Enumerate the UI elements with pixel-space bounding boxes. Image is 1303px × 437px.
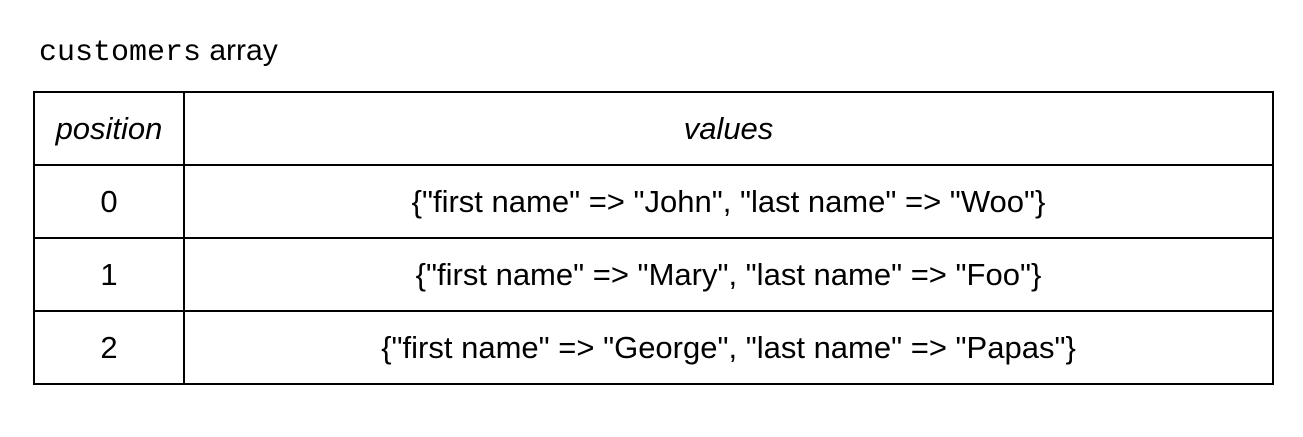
array-caption-text: array: [201, 34, 278, 67]
array-caption: customers array: [39, 30, 278, 74]
table-row: 2 {"first name" => "George", "last name"…: [33, 310, 1274, 385]
table-row: 1 {"first name" => "Mary", "last name" =…: [33, 237, 1274, 312]
row-value: {"first name" => "George", "last name" =…: [183, 310, 1274, 385]
header-values: values: [183, 91, 1274, 166]
table-row: 0 {"first name" => "John", "last name" =…: [33, 164, 1274, 239]
row-value: {"first name" => "John", "last name" => …: [183, 164, 1274, 239]
row-position: 0: [33, 164, 185, 239]
header-position: position: [33, 91, 185, 166]
customers-array-table: position values 0 {"first name" => "John…: [33, 91, 1274, 385]
row-value: {"first name" => "Mary", "last name" => …: [183, 237, 1274, 312]
table-header-row: position values: [33, 91, 1274, 166]
row-position: 1: [33, 237, 185, 312]
row-position: 2: [33, 310, 185, 385]
array-name: customers: [39, 36, 202, 70]
